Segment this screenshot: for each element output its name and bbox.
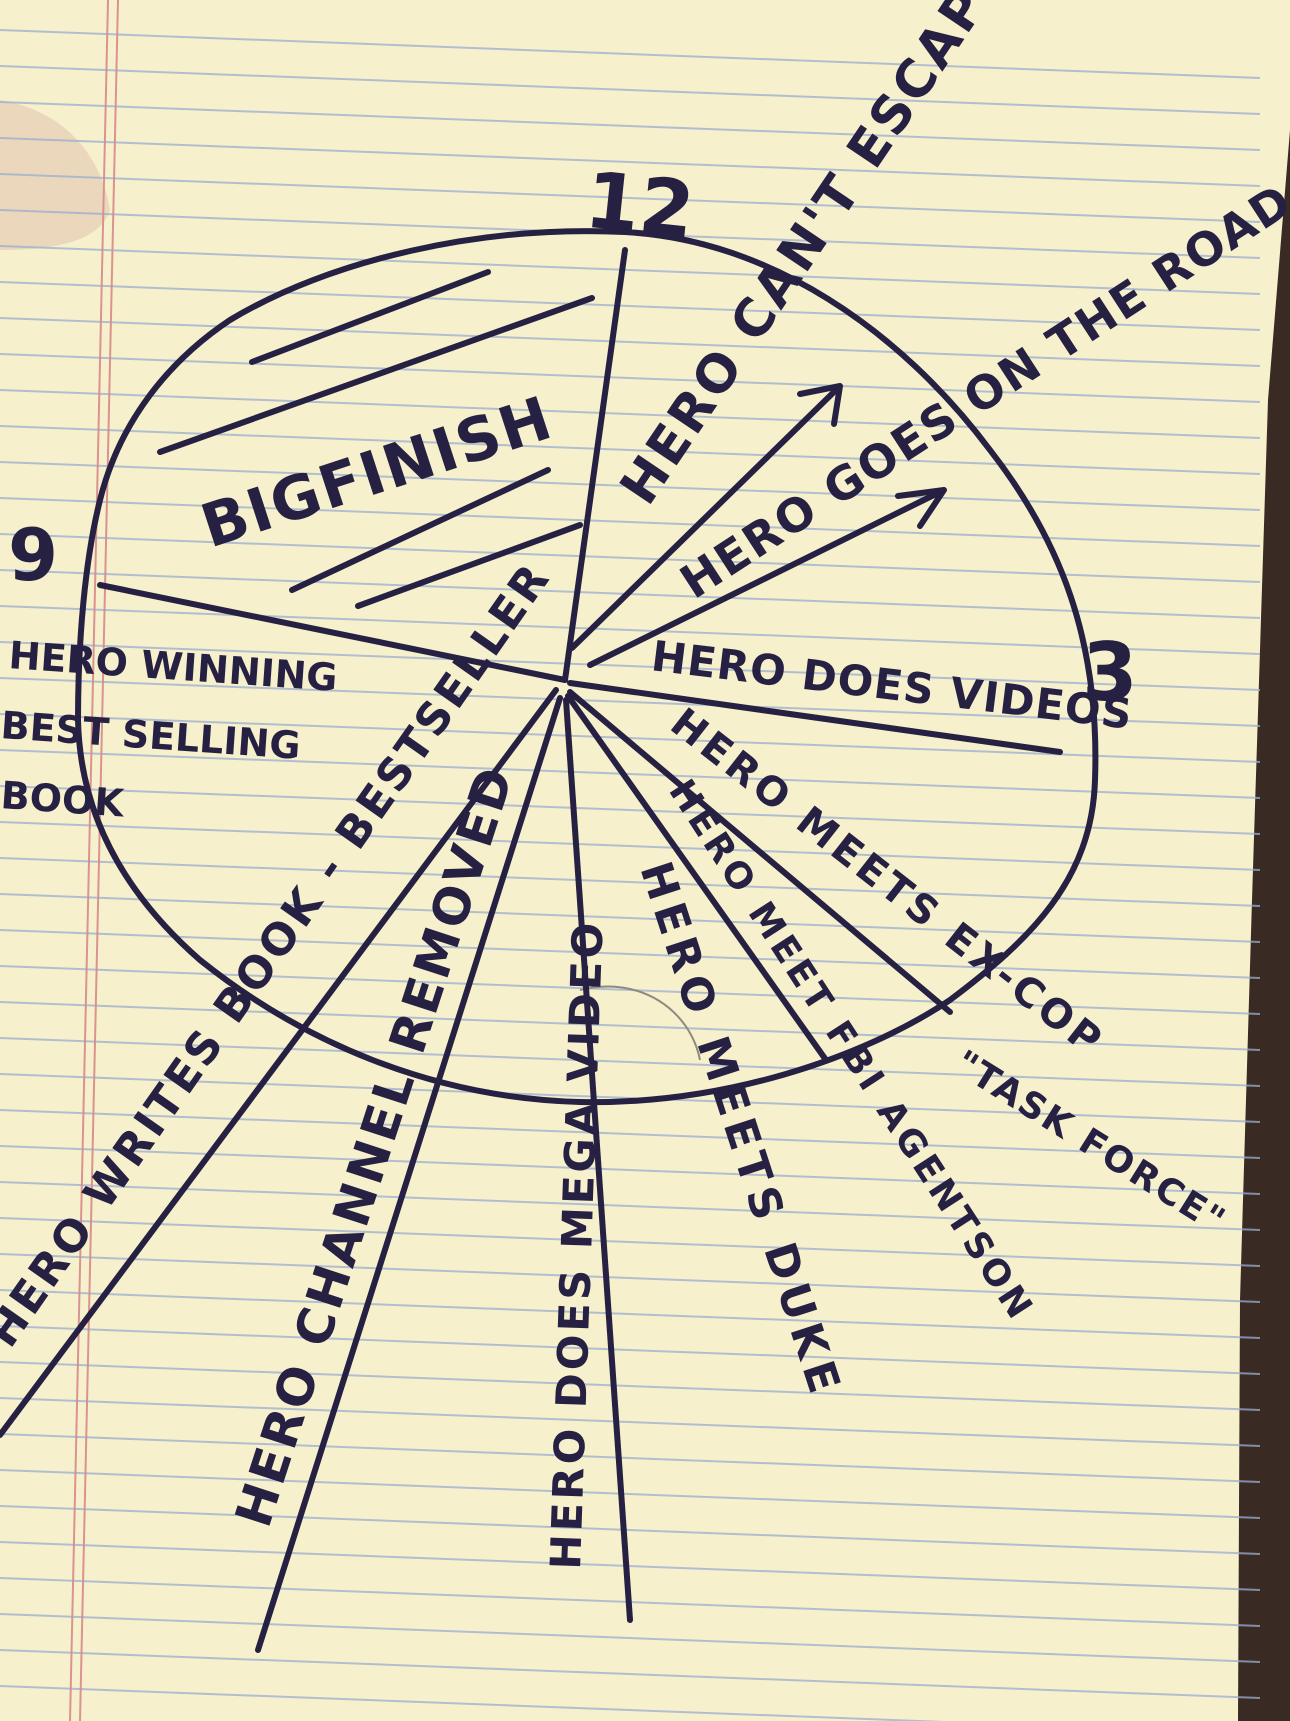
arrow-goes-on-road	[587, 489, 943, 668]
ruled-line	[0, 785, 1261, 835]
ruled-line	[0, 1649, 1261, 1699]
ruled-line	[0, 1613, 1261, 1663]
ruled-line	[0, 389, 1261, 439]
ruled-line	[0, 1073, 1261, 1123]
ruled-line	[0, 605, 1261, 655]
ruled-line	[0, 281, 1261, 331]
ruled-line	[0, 1325, 1261, 1375]
ruled-line	[0, 1181, 1261, 1231]
ruled-line	[0, 101, 1261, 151]
clock-number-9: 9	[8, 513, 58, 597]
hatch-1	[249, 269, 491, 365]
margin-line-1	[69, 0, 109, 1721]
ruled-line	[0, 1037, 1261, 1087]
arrow-cant-escape-head	[797, 383, 843, 427]
ruled-line	[0, 1361, 1261, 1411]
spoke-writes-book	[0, 687, 559, 1438]
clock-number-12: 12	[581, 156, 698, 257]
ruled-line	[0, 461, 1261, 511]
spoke-channel-removed	[255, 695, 563, 1653]
ruled-line	[0, 1433, 1261, 1483]
clock-number-3: 3	[1082, 626, 1138, 719]
ruled-line	[0, 1469, 1261, 1519]
ruled-line	[0, 965, 1261, 1015]
ruled-line	[0, 677, 1261, 727]
ruled-line	[0, 713, 1261, 763]
ruled-line	[0, 1253, 1261, 1303]
ruled-line	[0, 857, 1261, 907]
ruled-line	[0, 749, 1261, 799]
ruled-line	[0, 1505, 1261, 1555]
ruled-line	[0, 173, 1261, 223]
hatch-3	[289, 467, 551, 593]
ruled-line	[0, 821, 1261, 871]
ruled-line	[0, 641, 1261, 691]
ruled-lines	[0, 29, 1261, 1721]
arrow-cant-escape	[569, 385, 841, 651]
ruled-line	[0, 1397, 1261, 1447]
story-clock-circle	[75, 228, 1099, 1106]
margin-line-2	[79, 0, 119, 1721]
divider-twelve	[562, 247, 628, 683]
ruled-line	[0, 317, 1261, 367]
ruled-line	[0, 1685, 946, 1721]
ruled-line	[0, 1289, 1261, 1339]
ruled-line	[0, 1541, 1261, 1591]
ruled-line	[0, 65, 1261, 115]
spoke-fbi	[565, 693, 829, 1063]
ruled-line	[0, 929, 1261, 979]
ruled-line	[0, 533, 1261, 583]
ruled-line	[0, 1217, 1261, 1267]
ruled-line	[0, 353, 1261, 403]
spoke-ex-cop	[567, 689, 953, 1015]
ruled-line	[0, 29, 1261, 79]
pencil-mark	[579, 985, 701, 1061]
divider-nine	[97, 582, 568, 683]
divider-three	[567, 680, 1063, 755]
hatch-4	[355, 522, 583, 609]
spoke-mega-video	[563, 697, 633, 1623]
hatch-2	[157, 295, 595, 455]
ruled-line	[0, 497, 1261, 547]
ruled-line	[0, 893, 1261, 943]
ruled-line	[0, 245, 1261, 295]
label-hero-winning-line3: BOOK	[0, 773, 127, 826]
ruled-line	[0, 1109, 1261, 1159]
arrow-goes-on-road-head	[895, 487, 947, 529]
ruled-line	[0, 137, 1261, 187]
ruled-line	[0, 1001, 1261, 1051]
